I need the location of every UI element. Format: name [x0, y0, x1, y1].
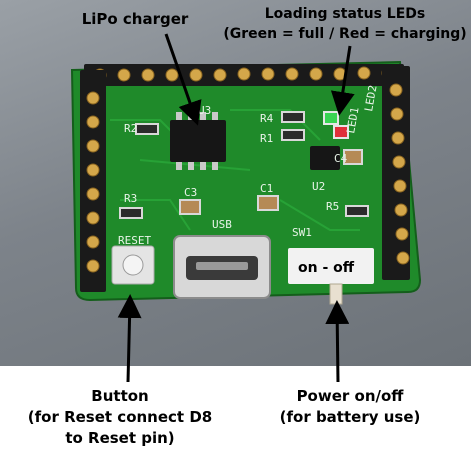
silk-usb: USB	[212, 218, 232, 231]
micro-usb-port	[173, 235, 271, 299]
callout-lipo-charger: LiPo charger	[60, 10, 210, 28]
callout-button-line2: (for Reset connect D8	[27, 408, 213, 426]
left-header-pins	[80, 70, 106, 292]
callout-lipo-title: LiPo charger	[81, 10, 189, 28]
callout-power-subtitle: (for battery use)	[279, 408, 421, 426]
arrow-leds	[330, 45, 355, 116]
callout-leds-title: Loading status LEDs	[264, 6, 426, 22]
u2-chip	[310, 146, 340, 170]
callout-button-title: Button	[91, 387, 149, 405]
silk-r2: R2	[124, 122, 137, 135]
silk-c3: C3	[184, 186, 197, 199]
callout-status-leds: Loading status LEDs (Green = full / Red …	[220, 4, 470, 44]
silk-r1: R1	[260, 132, 273, 145]
silk-u2: U2	[312, 180, 325, 193]
silk-reset: RESET	[118, 234, 151, 247]
silk-r3: R3	[124, 192, 137, 205]
reset-button	[111, 245, 155, 285]
led-green	[323, 111, 339, 125]
led-red	[333, 125, 349, 139]
right-header-pins	[382, 66, 410, 280]
silk-r4: R4	[260, 112, 274, 125]
callout-power-title: Power on/off	[296, 387, 404, 405]
arrow-charger	[164, 33, 202, 126]
power-switch	[288, 248, 374, 305]
silk-u3: U3	[198, 104, 211, 117]
board-illustration: R2 U3 R4 R1 LED1 LED2 C4 U2 R3 C3 C1 USB…	[70, 33, 422, 305]
lipo-charger-ic	[170, 112, 226, 170]
callout-power: Power on/off (for battery use)	[240, 386, 460, 428]
silk-r5: R5	[326, 200, 339, 213]
top-header-pins	[84, 64, 404, 86]
onoff-label: on - off	[298, 260, 355, 276]
silk-led2: LED2	[362, 84, 379, 112]
silk-c1: C1	[260, 182, 273, 195]
silk-c4: C4	[334, 152, 348, 165]
passive-components	[119, 111, 369, 219]
callout-button: Button (for Reset connect D8 to Reset pi…	[10, 386, 230, 449]
callout-leds-subtitle: (Green = full / Red = charging)	[223, 26, 467, 42]
callout-button-line3: to Reset pin)	[65, 429, 175, 447]
silk-sw1: SW1	[292, 226, 312, 239]
status-leds	[323, 111, 349, 139]
